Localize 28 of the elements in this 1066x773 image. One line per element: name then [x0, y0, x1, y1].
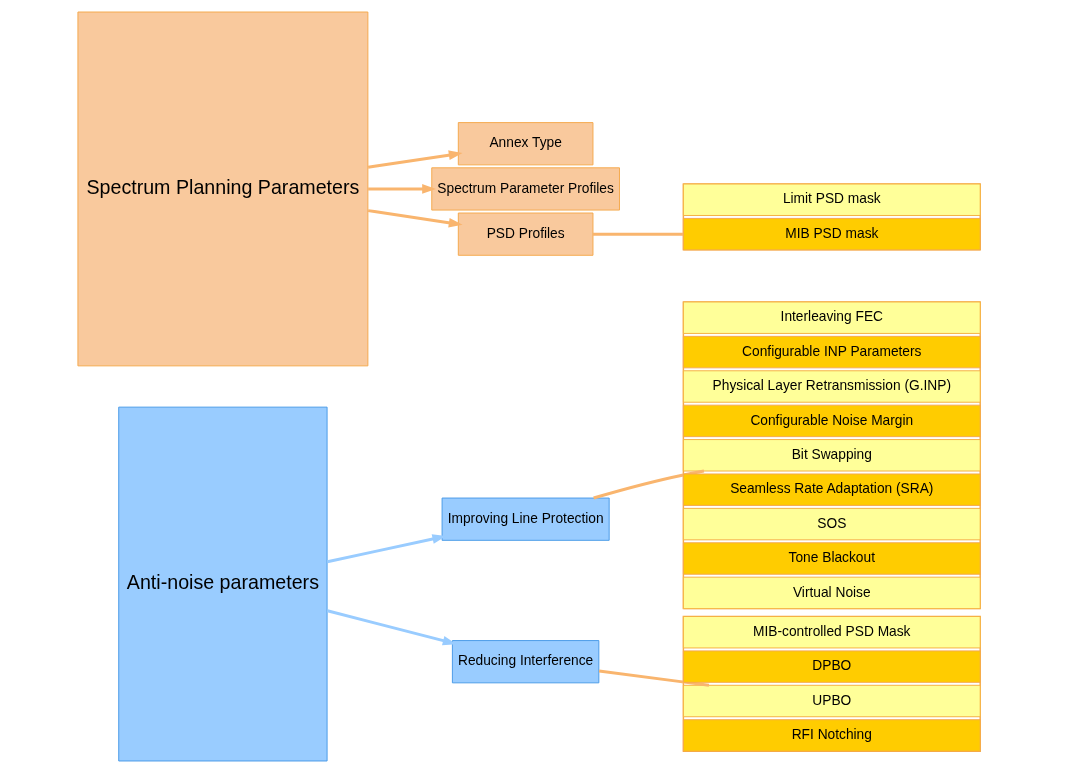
arrow	[368, 184, 436, 194]
node-box: Spectrum Parameter Profiles	[431, 167, 620, 211]
node-box: PSD Profiles	[457, 212, 594, 256]
node-box: Limit PSD mask	[682, 183, 981, 216]
connector	[593, 232, 684, 236]
connector	[593, 469, 705, 500]
node-box: Spectrum Planning Parameters	[77, 11, 369, 367]
node-box: Annex Type	[457, 122, 594, 166]
node-box: DPBO	[682, 650, 981, 683]
node-box: Configurable Noise Margin	[682, 404, 981, 438]
node-box: Physical Layer Retransmission (G.INP)	[682, 370, 981, 403]
arrow	[367, 209, 463, 228]
node-box: Anti-noise parameters	[118, 406, 328, 762]
node-box: RFI Notching	[682, 719, 981, 752]
node-box: Virtual Noise	[682, 576, 981, 610]
connector	[598, 669, 710, 687]
arrow	[367, 150, 463, 169]
node-box: MIB-controlled PSD Mask	[682, 616, 981, 649]
node-box: Tone Blackout	[682, 542, 981, 575]
node-box: SOS	[682, 507, 981, 541]
node-box: MIB PSD mask	[682, 217, 981, 251]
node-box: Seamless Rate Adaptation (SRA)	[682, 473, 981, 506]
node-box: Bit Swapping	[682, 439, 981, 472]
node-box: Configurable INP Parameters	[682, 335, 981, 369]
node-box: Improving Line Protection	[441, 497, 610, 541]
node-box: Reducing Interference	[451, 640, 600, 684]
node-box: UPBO	[682, 684, 981, 718]
node-box: Interleaving FEC	[682, 301, 981, 334]
